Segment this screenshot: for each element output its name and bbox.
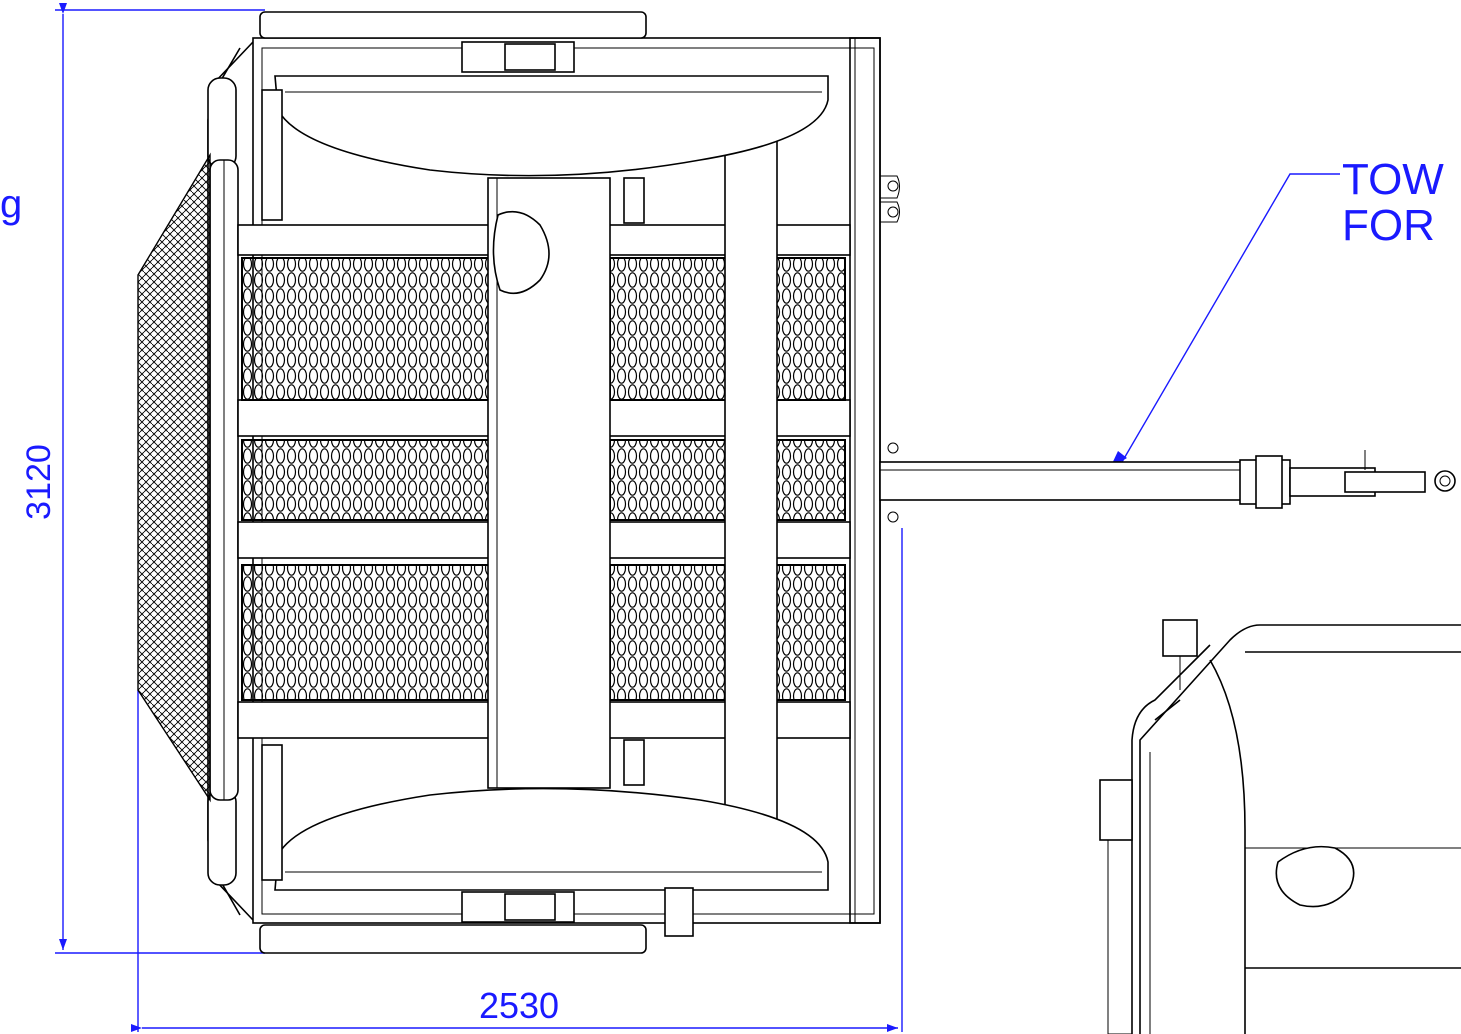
dimension-lines [55,3,1340,1032]
partial-left-label: g [0,182,22,226]
callout-text-line2: FOR [1342,201,1435,250]
dimension-vertical-label: 3120 [20,444,58,520]
tow-bar [879,450,1456,509]
dimension-horizontal-label: 2530 [479,985,559,1026]
mounting-lugs [880,175,900,523]
callout-text-line1: TOW [1342,155,1444,204]
partial-side-view [1099,619,1461,1034]
trailer-frame [137,11,900,954]
mesh-panels [241,257,846,701]
